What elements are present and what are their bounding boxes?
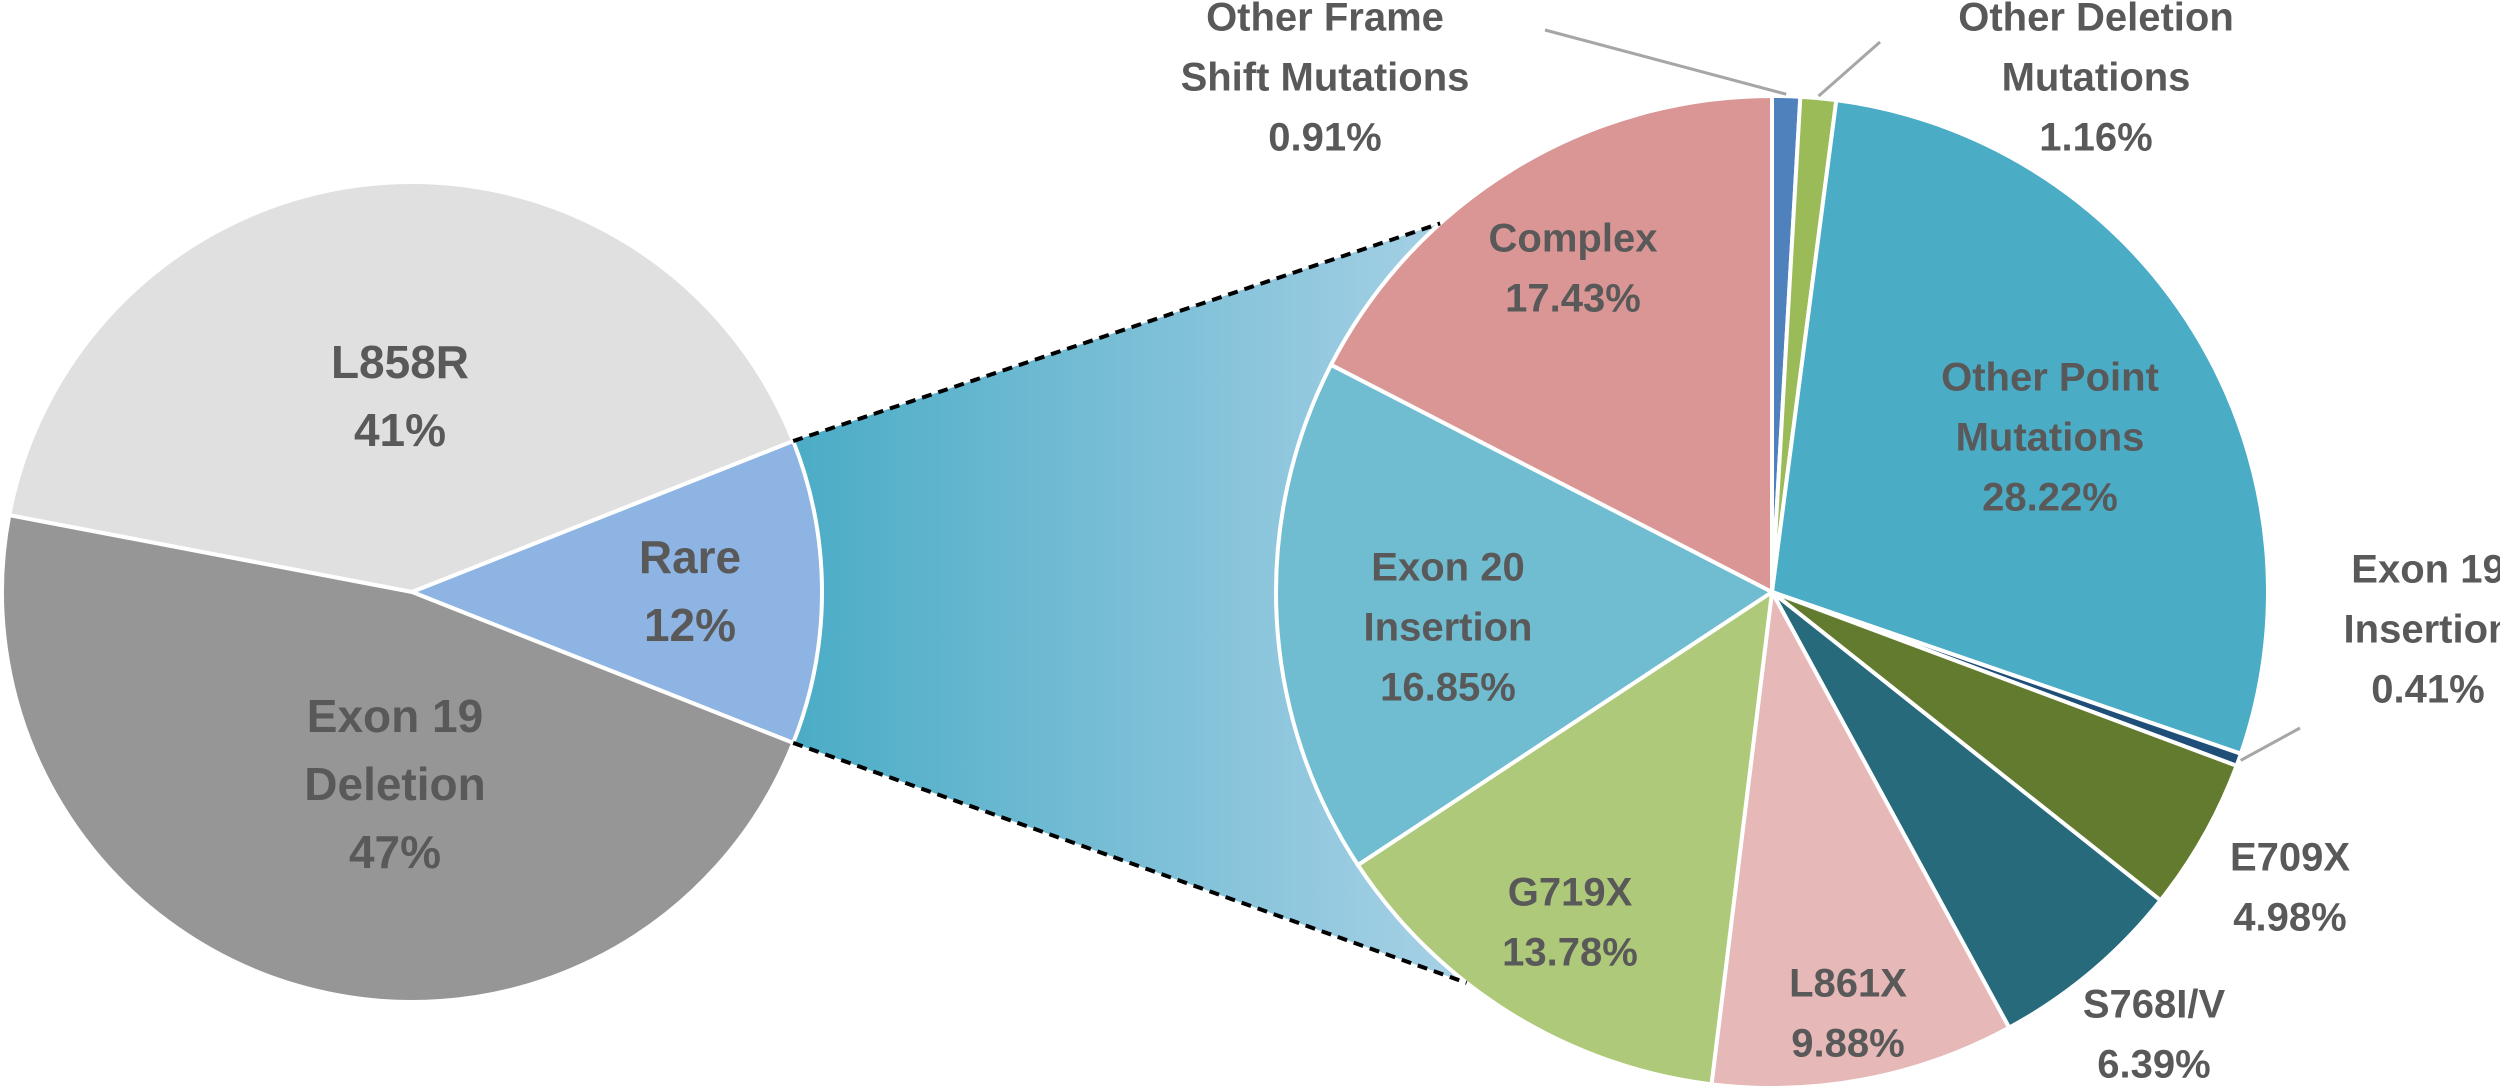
right-label-complex: Complex 17.43% — [1489, 217, 1658, 321]
right-label-g719x: G719X 13.78% — [1502, 871, 1638, 975]
right-label-other-frame-shift-mutations-line-2: Shift Mutations — [1181, 56, 1470, 100]
right-label-s768i-v-line-2: 6.39% — [2097, 1043, 2210, 1087]
right-label-complex-line-2: 17.43% — [1505, 277, 1641, 321]
leader-line-other-frame — [1544, 28, 1787, 96]
right-label-other-deletion-mutations-line-2: Mutations — [2002, 56, 2191, 100]
right-label-other-point-mutations-line-2: Mutations — [1956, 416, 2145, 460]
right-label-e709x: E709X 4.98% — [2230, 836, 2350, 940]
right-label-other-deletion-mutations-line-1: Other Deletion — [1958, 0, 2234, 40]
right-label-other-frame-shift-mutations-line-3: 0.91% — [1268, 116, 1381, 160]
leader-line-other-deletion — [1817, 40, 1881, 98]
right-label-other-point-mutations-line-3: 28.22% — [1982, 476, 2118, 520]
right-label-g719x-line-2: 13.78% — [1502, 931, 1638, 975]
right-label-exon-20-insertion-line-2: Insertion — [1364, 606, 1533, 650]
right-label-complex-line-1: Complex — [1489, 217, 1658, 261]
right-label-s768i-v: S768I/V 6.39% — [2083, 983, 2226, 1087]
right-label-exon-19-insertion-line-1: Exon 19 — [2351, 548, 2500, 592]
left-label-exon-19-line-2: Deletion — [304, 758, 485, 810]
left-pie-slice-exon-19 — [0, 512, 796, 1004]
right-label-e709x-line-2: 4.98% — [2233, 896, 2346, 940]
right-label-exon-19-insertion-line-2: Insertion — [2344, 608, 2500, 652]
right-label-exon-19-insertion-line-3: 0.41% — [2371, 668, 2484, 712]
right-label-s768i-v-line-1: S768I/V — [2083, 983, 2226, 1027]
left-pie-slice-l858r — [6, 180, 796, 595]
right-label-e709x-line-1: E709X — [2230, 836, 2350, 880]
right-label-exon-20-insertion: Exon 20 Insertion 16.85% — [1364, 546, 1533, 710]
right-pie-slice-g719x — [1355, 587, 1775, 1087]
connector-line-bottom — [792, 741, 1468, 985]
right-label-other-point-mutations-line-1: Other Point — [1941, 356, 2159, 400]
left-label-l858r-line-1: L858R — [331, 336, 469, 388]
left-label-exon-19-line-1: Exon 19 — [307, 690, 483, 742]
left-label-rare-line-1: Rare — [639, 531, 741, 583]
left-label-rare-line-2: 12% — [644, 599, 736, 651]
right-label-l861x-line-1: L861X — [1789, 962, 1907, 1006]
connector-band — [793, 223, 1467, 983]
right-pie-slice-other-point-mutations — [1769, 97, 2270, 757]
right-label-g719x-line-1: G719X — [1508, 871, 1633, 915]
left-label-exon-19: Exon 19 Deletion 47% — [304, 690, 485, 878]
left-label-exon-19-line-3: 47% — [349, 826, 441, 878]
right-label-exon-19-insertion: Exon 19 Insertion 0.41% — [2344, 548, 2500, 712]
right-pie-slice-exon-20-insertion — [1273, 362, 1776, 868]
leader-line-exon-19 — [2239, 726, 2301, 762]
right-pie-slice-complex — [1328, 93, 1774, 596]
right-pie-slice-s768i-v — [1770, 590, 2164, 1031]
left-pie-slice-rare — [406, 438, 824, 746]
right-label-other-deletion-mutations-line-3: 1.16% — [2039, 116, 2152, 160]
left-label-l858r-line-2: 41% — [354, 404, 446, 456]
connector-line-top — [792, 221, 1441, 443]
right-label-l861x-line-2: 9.88% — [1791, 1022, 1904, 1066]
right-label-other-frame-shift-mutations-line-1: Other Frame — [1206, 0, 1444, 40]
right-label-l861x: L861X 9.88% — [1789, 962, 1907, 1066]
right-pie-slice-l861x — [1709, 585, 2012, 1088]
right-label-exon-20-insertion-line-3: 16.85% — [1380, 666, 1516, 710]
left-label-l858r: L858R 41% — [331, 336, 469, 456]
right-pie-slice-e709x — [1770, 590, 2240, 904]
right-label-exon-20-insertion-line-1: Exon 20 — [1371, 546, 1524, 590]
left-label-rare: Rare 12% — [639, 531, 741, 651]
